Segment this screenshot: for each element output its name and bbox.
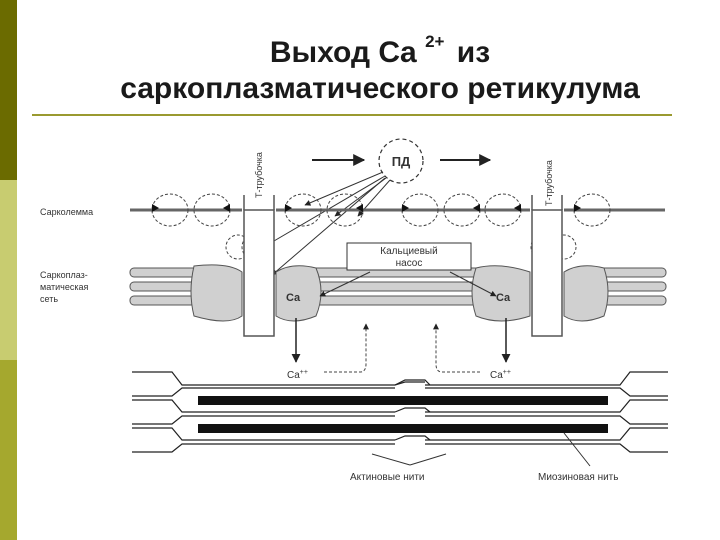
- title-charge: 2+: [425, 32, 445, 51]
- action-potential: ПД: [312, 138, 492, 184]
- title-prefix: Выход Ca: [269, 36, 417, 69]
- title-divider: [32, 114, 672, 116]
- ca-release-right: Ca++: [490, 369, 511, 381]
- sarcolemma-label: Сарколемма: [40, 207, 93, 217]
- title-suffix: из: [456, 36, 491, 69]
- slide-title-line1: Выход Ca 2+ из: [30, 32, 720, 70]
- actin-label: Актиновые нити: [350, 472, 425, 483]
- ca-release-left: Ca++: [287, 369, 308, 381]
- pump-label-line2: насос: [396, 258, 423, 269]
- calcium-release: Ca++ Ca++: [287, 318, 511, 381]
- filament-labels: Актиновые нити Миозиновая нить: [350, 432, 618, 483]
- sarcolemma: Сарколемма: [40, 207, 665, 217]
- sidebar-accent-top: [0, 0, 17, 180]
- calcium-reuptake: [324, 323, 480, 373]
- t-tubule-left-label: Т-трубочка: [254, 152, 264, 198]
- myosin-label: Миозиновая нить: [538, 472, 618, 483]
- ca-left-label: Ca: [286, 292, 301, 304]
- sr-label-line1: Саркоплаз-: [40, 270, 88, 280]
- myofilaments: [132, 371, 668, 453]
- current-arrowheads: [152, 204, 581, 212]
- sarcoplasmic-reticulum: [129, 264, 667, 322]
- sidebar-accent-middle: [0, 180, 17, 360]
- slide-title-line2: саркоплазматического ретикулума: [120, 72, 640, 105]
- ca-right-label: Ca: [496, 292, 511, 304]
- t-tubule-right: Т-трубочка: [531, 160, 563, 337]
- sr-label-line2: матическая: [40, 282, 88, 292]
- sidebar-accent-bottom: [0, 360, 17, 540]
- pump-label-line1: Кальциевый: [380, 246, 437, 257]
- t-tubule-left: Т-трубочка: [243, 152, 275, 337]
- myosin-filaments: [198, 396, 608, 433]
- sr-labels: Саркоплаз- матическая сеть Ca Ca: [40, 270, 511, 304]
- t-tubule-right-label: Т-трубочка: [544, 160, 554, 206]
- action-potential-label: ПД: [392, 154, 411, 169]
- sr-label-line3: сеть: [40, 294, 58, 304]
- calcium-pump: Кальциевый насос: [319, 242, 497, 297]
